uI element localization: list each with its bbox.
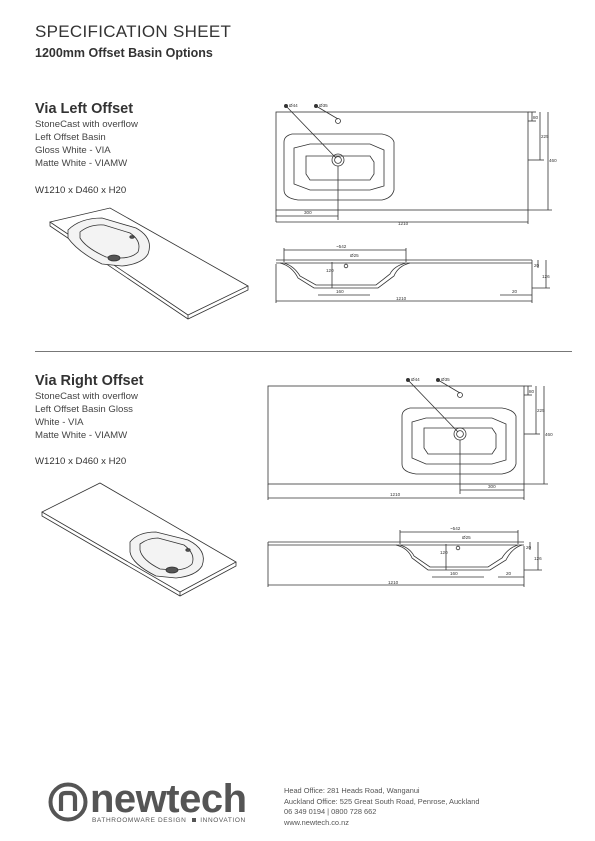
dimensions-left-offset: W1210 x D460 x H20 bbox=[35, 185, 127, 196]
section-divider bbox=[35, 351, 572, 352]
label-dia25: Ø25 bbox=[350, 253, 359, 258]
spec-line: StoneCast with overflow bbox=[35, 119, 138, 130]
spec-line: White - VIA bbox=[35, 417, 84, 428]
isometric-drawing-right-offset bbox=[41, 482, 237, 597]
label-460: 460 bbox=[545, 432, 553, 437]
contact-line-phone: 06 349 0194 | 0800 728 662 bbox=[284, 807, 377, 816]
label-225: 225 bbox=[537, 408, 545, 413]
label-1210: 1210 bbox=[396, 296, 407, 301]
label-160: 160 bbox=[336, 289, 344, 294]
spec-line: Gloss White - VIA bbox=[35, 145, 111, 156]
section-description-left-offset: StoneCast with overflow Left Offset Basi… bbox=[35, 118, 138, 170]
label-1210: 1210 bbox=[390, 492, 401, 497]
label-20: 20 bbox=[534, 263, 540, 268]
label-126: 126 bbox=[534, 556, 542, 561]
isometric-drawing-left-offset bbox=[49, 207, 249, 320]
label-542: ~542 bbox=[450, 526, 461, 531]
label-300: 300 bbox=[488, 484, 496, 489]
contact-line-auckland-office: Auckland Office: 525 Great South Road, P… bbox=[284, 796, 480, 806]
label-542: ~542 bbox=[336, 244, 347, 249]
label-225: 225 bbox=[541, 134, 549, 139]
spec-line: Left Offset Basin bbox=[35, 132, 106, 143]
side-view-left-offset: ~542 Ø25 120 160 1210 20 20 126 bbox=[275, 244, 550, 303]
label-1210: 1210 bbox=[388, 580, 399, 585]
contact-details: Head Office: 281 Heads Road, Wanganui Au… bbox=[284, 786, 479, 828]
newtech-logo: newtech BATHROOMWARE DESIGN INNOVATION bbox=[48, 777, 248, 826]
label-160: 160 bbox=[450, 571, 458, 576]
spec-line: Left Offset Basin Gloss bbox=[35, 404, 133, 415]
brand-tagline: BATHROOMWARE DESIGN INNOVATION bbox=[92, 817, 246, 824]
plan-view-left-offset: Ø44 Ø35 300 1210 80 225 460 bbox=[275, 103, 557, 226]
label-20: 20 bbox=[506, 571, 512, 576]
dimensions-right-offset: W1210 x D460 x H20 bbox=[35, 456, 127, 467]
label-dia35: Ø35 bbox=[319, 103, 328, 108]
contact-line-head-office: Head Office: 281 Heads Road, Wanganui bbox=[284, 786, 420, 795]
label-20: 20 bbox=[526, 545, 532, 550]
side-view-right-offset: ~542 Ø25 120 160 1210 20 20 126 bbox=[267, 526, 542, 587]
label-120: 120 bbox=[326, 268, 334, 273]
label-20: 20 bbox=[512, 289, 518, 294]
label-dia35: Ø35 bbox=[441, 377, 450, 382]
label-dia44: Ø44 bbox=[411, 377, 420, 382]
page-subtitle: 1200mm Offset Basin Options bbox=[35, 46, 213, 60]
spec-line: Matte White - VIAMW bbox=[35, 158, 128, 169]
section-title-right-offset: Via Right Offset bbox=[35, 373, 144, 389]
logo-n-icon bbox=[48, 782, 88, 822]
spec-line: StoneCast with overflow bbox=[35, 391, 138, 402]
section-description-right-offset: StoneCast with overflow Left Offset Basi… bbox=[35, 390, 138, 442]
contact-line-website[interactable]: www.newtech.co.nz bbox=[284, 817, 349, 827]
label-dia25: Ø25 bbox=[462, 535, 471, 540]
label-460: 460 bbox=[549, 158, 557, 163]
section-title-left-offset: Via Left Offset bbox=[35, 101, 134, 117]
label-300: 300 bbox=[304, 210, 312, 215]
label-80: 80 bbox=[533, 115, 539, 120]
square-bullet-icon bbox=[191, 818, 196, 823]
tagline-left: BATHROOMWARE DESIGN bbox=[92, 817, 187, 824]
spec-line: Matte White - VIAMW bbox=[35, 430, 128, 441]
page-title: SPECIFICATION SHEET bbox=[35, 22, 232, 41]
label-80: 80 bbox=[529, 389, 535, 394]
label-120: 120 bbox=[440, 550, 448, 555]
label-126: 126 bbox=[542, 274, 550, 279]
brand-wordmark: newtech bbox=[90, 777, 247, 821]
plan-view-right-offset: Ø44 Ø35 300 1210 80 225 460 bbox=[267, 377, 553, 500]
tagline-right: INNOVATION bbox=[200, 817, 246, 824]
label-dia44: Ø44 bbox=[289, 103, 298, 108]
label-1210: 1210 bbox=[398, 221, 409, 226]
